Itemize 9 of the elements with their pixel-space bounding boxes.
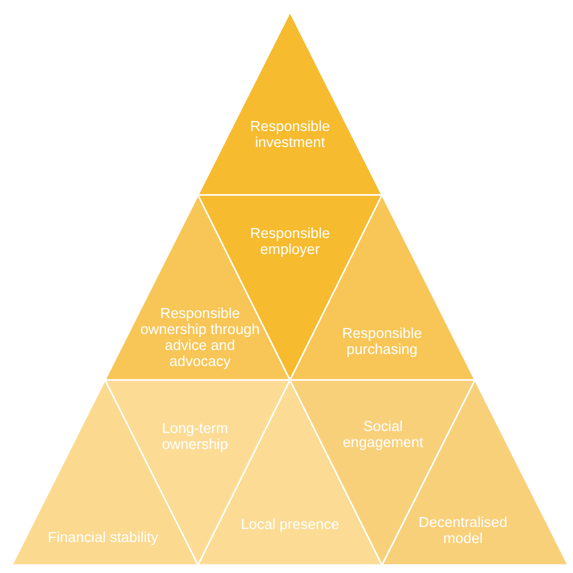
segment-label: Social engagement — [342, 419, 424, 451]
segment-label: Local presence — [240, 517, 340, 533]
segment-label: Responsible purchasing — [341, 326, 423, 358]
segment-label: Long-term ownership — [160, 421, 230, 453]
segment-label: Financial stability — [46, 530, 160, 546]
segment-label: Responsible investment — [249, 119, 331, 151]
segment-label: Decentralised model — [418, 515, 508, 547]
segment-label: Responsible ownership through advice and advocacy — [140, 306, 260, 370]
segment-label: Responsible employer — [249, 226, 331, 258]
